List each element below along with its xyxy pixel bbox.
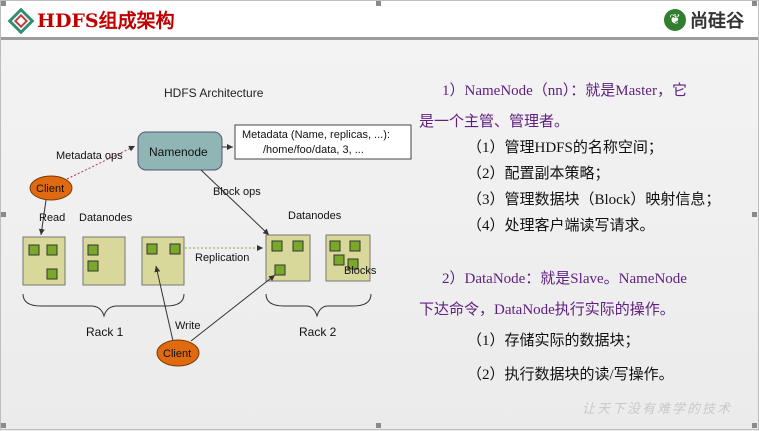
block-ops-label: Block ops: [213, 186, 261, 198]
datanode-item: （1）存储实际的数据块；: [467, 333, 640, 349]
rack1-brace: [22, 293, 185, 318]
datanode-heading: 2）DataNode：就是Slave。NameNode: [442, 271, 687, 287]
leaf-icon: ❦: [664, 9, 686, 31]
datanode-heading-cont: 下达命令，DataNode执行实际的操作。: [419, 302, 675, 318]
namenode-item: （4）处理客户端读写请求。: [467, 218, 655, 234]
datanode-rack2-b: [325, 234, 371, 282]
datanode-rack1-b: [82, 236, 126, 286]
namenode-item: （1）管理HDFS的名称空间；: [467, 140, 663, 156]
resize-handle[interactable]: [1, 212, 6, 217]
client-bottom-label: Client: [163, 348, 191, 360]
resize-handle[interactable]: [752, 212, 757, 217]
client-bottom-node: [156, 339, 200, 367]
resize-handle[interactable]: [376, 1, 381, 6]
diagram-title: HDFS Architecture: [164, 86, 264, 100]
datanodes-right-label: Datanodes: [288, 210, 342, 222]
footer-motto: 让天下没有难学的技术: [581, 402, 732, 417]
resize-handle[interactable]: [752, 1, 757, 6]
namenode-heading: 1）NameNode（nn）：就是Master，它: [442, 83, 687, 99]
slide-title: HDFS组成架构: [37, 10, 175, 32]
datanode-rack1-c: [141, 236, 185, 286]
datanode-rack1-a: [22, 236, 66, 286]
client-top-node: [29, 175, 73, 201]
client-top-label: Client: [36, 183, 64, 195]
rack2-label: Rack 2: [299, 325, 337, 339]
datanode-rack2-a: [265, 234, 311, 282]
hdfs-architecture-diagram: HDFS Architecture Namenode Metadata (Nam…: [22, 86, 412, 367]
write-label: Write: [175, 320, 200, 332]
namenode-item: （2）配置副本策略；: [467, 166, 610, 182]
blocks-label: Blocks: [344, 265, 377, 277]
datanodes-left-label: Datanodes: [79, 212, 133, 224]
rack1-label: Rack 1: [86, 325, 124, 339]
read-label: Read: [39, 212, 65, 224]
brand-logo: ❦ 尚硅谷: [664, 7, 744, 33]
datanode-item: （2）执行数据块的读/写操作。: [467, 367, 674, 383]
metadata-line2: /home/foo/data, 3, ...: [263, 144, 364, 156]
brand-name: 尚硅谷: [690, 11, 744, 32]
metadata-ops-label: Metadata ops: [56, 150, 123, 162]
replication-label: Replication: [195, 252, 249, 264]
header-divider: [1, 37, 758, 40]
namenode-box: [137, 131, 223, 171]
resize-handle[interactable]: [1, 1, 6, 6]
resize-handle[interactable]: [752, 423, 757, 428]
diamond-logo-icon: [7, 7, 35, 35]
metadata-line1: Metadata (Name, replicas, ...):: [242, 129, 390, 141]
namenode-item: （3）管理数据块（Block）映射信息；: [467, 192, 721, 208]
resize-handle[interactable]: [376, 423, 381, 428]
metadata-box: [234, 124, 412, 160]
namenode-label: Namenode: [149, 145, 208, 159]
namenode-heading-cont: 是一个主管、管理者。: [419, 114, 570, 130]
resize-handle[interactable]: [1, 423, 6, 428]
slide-header: HDFS组成架构 ❦ 尚硅谷: [1, 1, 758, 37]
rack2-brace: [265, 293, 372, 318]
